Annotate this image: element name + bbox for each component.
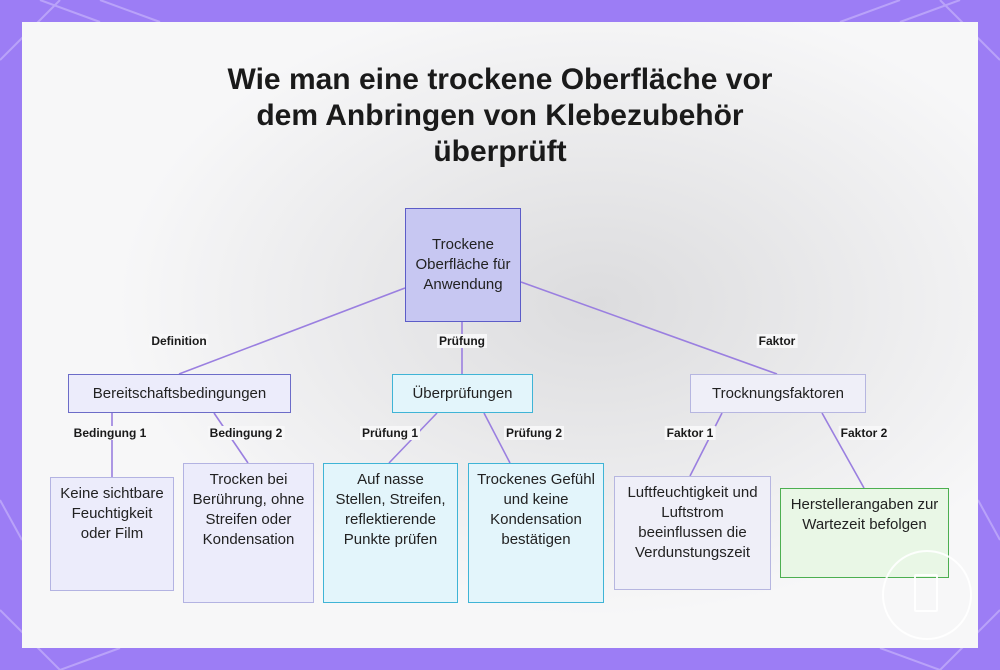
leaf-luftfeuchtigkeit-label: Luftfeuchtigkeit und Luftstrom beeinflus… — [623, 483, 762, 563]
edge-label-definition: Definition — [149, 334, 208, 348]
logo-watermark-icon — [882, 550, 972, 640]
diagram-card: Wie man eine trockene Oberfläche vor dem… — [22, 22, 978, 648]
edge-root-trocknung — [521, 282, 777, 374]
edge-label-pruefung-1: Prüfung 1 — [360, 426, 420, 440]
leaf-trocken-bei-beruehrung: Trocken bei Berührung, ohne Streifen ode… — [183, 463, 314, 603]
node-trocknungsfaktoren-label: Trocknungsfaktoren — [712, 384, 844, 404]
edge-label-bedingung-1: Bedingung 1 — [72, 426, 149, 440]
watermark-glyph-icon — [914, 574, 938, 612]
leaf-trockenes-gefuehl: Trockenes Gefühl und keine Kondensation … — [468, 463, 604, 603]
node-bereitschaftsbedingungen-label: Bereitschaftsbedingungen — [93, 384, 266, 404]
edge-trocknung-leaf6 — [822, 413, 864, 488]
node-ueberpruefungen-label: Überprüfungen — [412, 384, 512, 404]
edge-label-faktor-2: Faktor 2 — [839, 426, 890, 440]
leaf-trocken-bei-beruehrung-label: Trocken bei Berührung, ohne Streifen ode… — [192, 470, 305, 550]
edge-label-faktor: Faktor — [757, 334, 798, 348]
root-node-label: Trockene Oberfläche für Anwendung — [414, 235, 512, 295]
edge-label-faktor-1: Faktor 1 — [665, 426, 716, 440]
node-bereitschaftsbedingungen: Bereitschaftsbedingungen — [68, 374, 291, 413]
edge-label-pruefung-2: Prüfung 2 — [504, 426, 564, 440]
edge-root-bereitschaft — [179, 288, 405, 374]
root-node: Trockene Oberfläche für Anwendung — [405, 208, 521, 322]
leaf-trockenes-gefuehl-label: Trockenes Gefühl und keine Kondensation … — [477, 470, 595, 550]
leaf-nasse-stellen-pruefen: Auf nasse Stellen, Streifen, reflektiere… — [323, 463, 458, 603]
leaf-keine-feuchtigkeit-label: Keine sichtbare Feuchtigkeit oder Film — [59, 484, 165, 544]
leaf-keine-feuchtigkeit: Keine sichtbare Feuchtigkeit oder Film — [50, 477, 174, 591]
edge-label-bedingung-2: Bedingung 2 — [208, 426, 285, 440]
leaf-nasse-stellen-pruefen-label: Auf nasse Stellen, Streifen, reflektiere… — [332, 470, 449, 550]
leaf-luftfeuchtigkeit: Luftfeuchtigkeit und Luftstrom beeinflus… — [614, 476, 771, 590]
edge-trocknung-leaf5 — [690, 413, 722, 476]
node-ueberpruefungen: Überprüfungen — [392, 374, 533, 413]
node-trocknungsfaktoren: Trocknungsfaktoren — [690, 374, 866, 413]
edge-label-pruefung: Prüfung — [437, 334, 487, 348]
leaf-herstellerangaben-label: Herstellerangaben zur Wartezeit befolgen — [789, 495, 940, 535]
